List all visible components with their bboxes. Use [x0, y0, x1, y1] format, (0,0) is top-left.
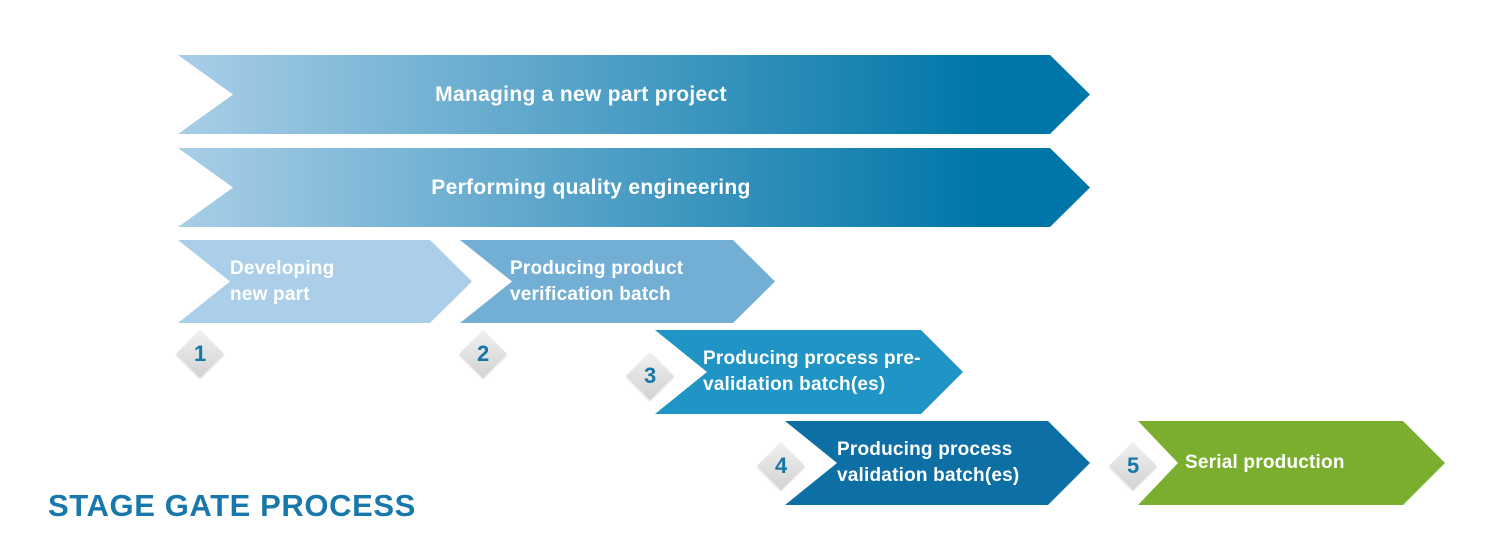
stage-managing-arrow: Managing a new part project	[178, 55, 1090, 134]
stage-quality-arrow: Performing quality engineering	[178, 148, 1090, 227]
stage-serial-label: Serial production	[1185, 452, 1345, 473]
stage-verification-label: Producing product verification batch	[510, 257, 684, 305]
stage-managing-label: Managing a new part project	[435, 82, 727, 106]
stage-quality-label: Performing quality engineering	[431, 175, 751, 199]
stage-prevalidation-arrow: Producing process pre-validation batch(e…	[655, 330, 963, 414]
gate-1-number: 1	[193, 341, 207, 366]
stage-validation-label: Producing process validation batch(es)	[837, 439, 1020, 486]
gate-4-number: 4	[774, 453, 788, 478]
gate-1-diamond: 1	[175, 329, 225, 379]
stage-developing-label: Developing new part	[230, 257, 335, 305]
diagram-title: STAGE GATE PROCESS	[48, 488, 416, 523]
gate-3-diamond: 3	[625, 351, 675, 401]
stage-developing-arrow: Developing new part	[178, 240, 472, 323]
stage-prevalidation-label: Producing process pre-validation batch(e…	[703, 348, 921, 395]
stage-serial-arrow: Serial production	[1138, 421, 1445, 505]
stage-verification-arrow: Producing product verification batch	[460, 240, 775, 323]
gate-4-diamond: 4	[756, 441, 806, 491]
stage-validation-arrow: Producing process validation batch(es)	[785, 421, 1090, 505]
gate-5-diamond: 5	[1108, 441, 1158, 491]
gate-3-number: 3	[643, 363, 657, 388]
gate-5-number: 5	[1126, 453, 1140, 478]
gate-2-number: 2	[476, 341, 490, 366]
gate-2-diamond: 2	[458, 329, 508, 379]
